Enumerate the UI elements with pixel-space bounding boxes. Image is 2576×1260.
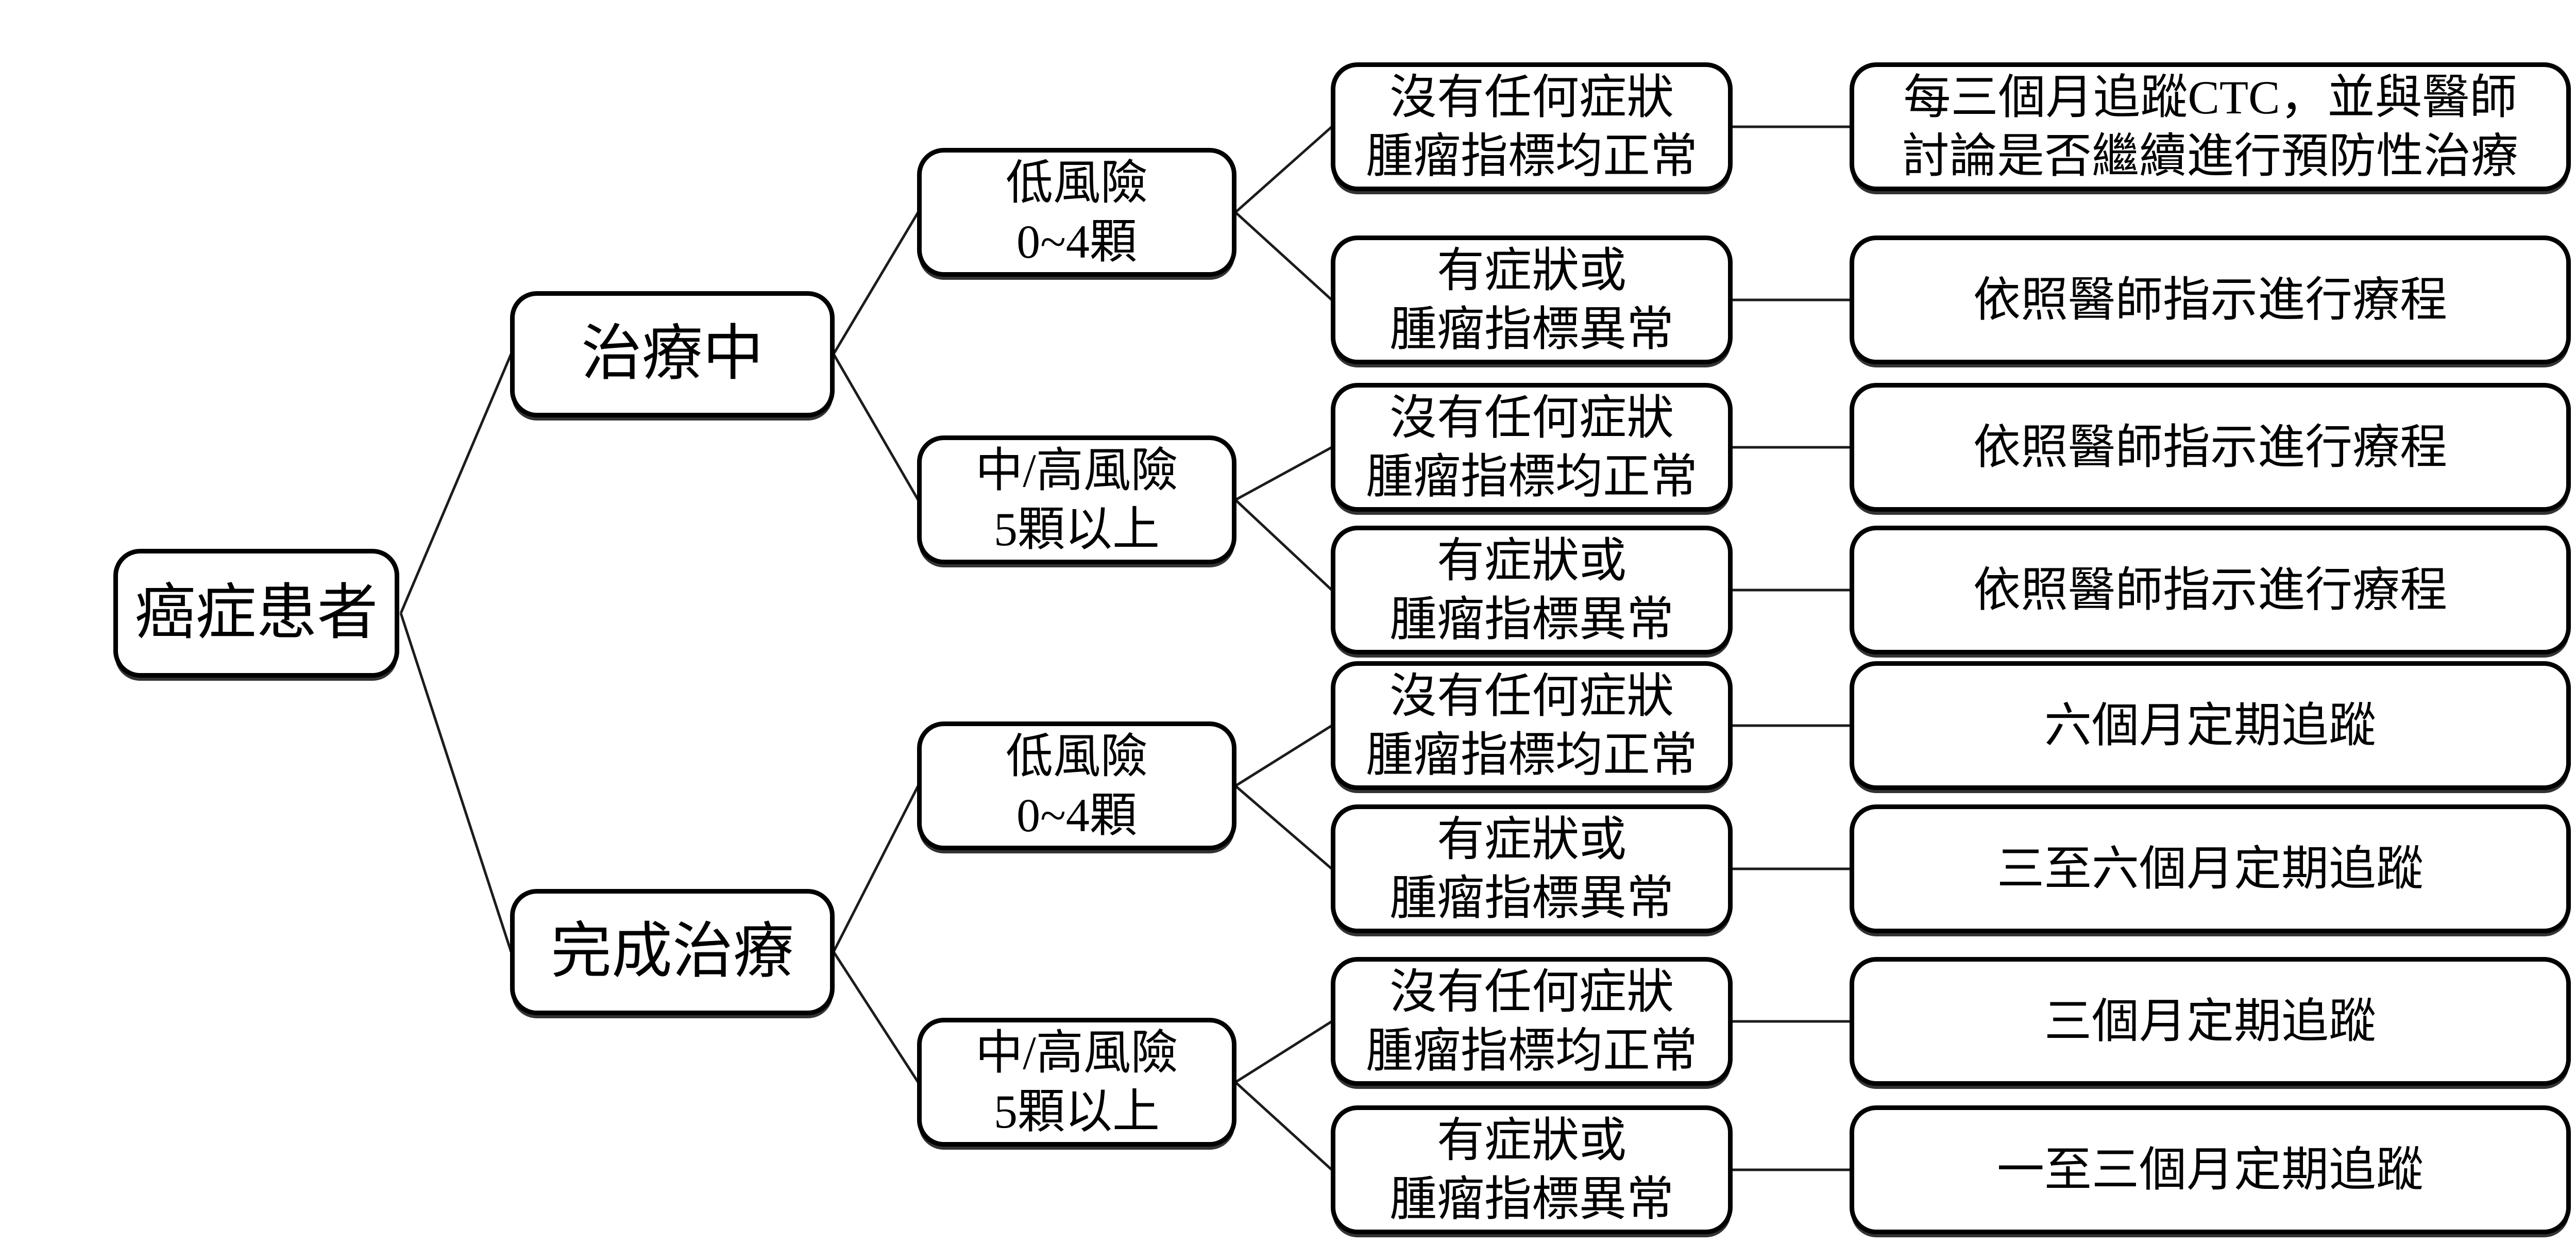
edge-risk11-cond7: [1234, 1081, 1333, 1171]
node-condition-no-symptoms-4: 沒有任何症狀 腫瘤指標均正常: [1331, 957, 1733, 1086]
edge-root-branch0: [399, 354, 513, 614]
edge-risk10-cond5: [1234, 785, 1333, 870]
edge-risk00-cond1: [1234, 211, 1333, 301]
edge-risk01-cond3: [1234, 499, 1333, 591]
node-risk-mid-high-in-treatment: 中/高風險 5顆以上: [917, 435, 1236, 564]
node-risk-low-in-treatment: 低風險 0~4顆: [917, 148, 1236, 277]
edge-root-branch1: [399, 613, 513, 952]
node-action-3-month-follow-up: 三個月定期追蹤: [1850, 957, 2571, 1086]
edge-branch0-risk01: [832, 353, 920, 501]
edge-risk11-cond6: [1234, 1020, 1333, 1084]
node-treatment-completed: 完成治療: [510, 889, 835, 1015]
node-action-follow-doctor-3: 依照醫師指示進行療程: [1850, 526, 2571, 654]
node-condition-symptoms-3: 有症狀或 腫瘤指標異常: [1331, 804, 1733, 933]
edge-risk00-cond0: [1234, 126, 1333, 213]
node-action-follow-doctor-2: 依照醫師指示進行療程: [1850, 383, 2571, 512]
node-condition-symptoms-4: 有症狀或 腫瘤指標異常: [1331, 1105, 1733, 1234]
node-action-ctc-follow-up: 每三個月追蹤CTC，並與醫師 討論是否繼續進行預防性治療: [1850, 62, 2571, 191]
edge-branch1-risk10: [832, 785, 920, 953]
node-action-3-6-month-follow-up: 三至六個月定期追蹤: [1850, 804, 2571, 933]
node-condition-symptoms-2: 有症狀或 腫瘤指標異常: [1331, 526, 1733, 654]
node-condition-symptoms-1: 有症狀或 腫瘤指標異常: [1331, 236, 1733, 364]
node-condition-no-symptoms-1: 沒有任何症狀 腫瘤指標均正常: [1331, 62, 1733, 191]
node-cancer-patient: 癌症患者: [113, 549, 399, 678]
edge-branch0-risk00: [832, 211, 920, 355]
edge-risk01-cond2: [1234, 446, 1333, 501]
node-in-treatment: 治療中: [510, 291, 835, 417]
edge-branch1-risk11: [832, 951, 920, 1083]
node-risk-low-completed: 低風險 0~4顆: [917, 721, 1236, 850]
node-risk-mid-high-completed: 中/高風險 5顆以上: [917, 1018, 1236, 1147]
node-condition-no-symptoms-2: 沒有任何症狀 腫瘤指標均正常: [1331, 383, 1733, 512]
edge-risk10-cond4: [1234, 724, 1333, 787]
node-action-6-month-follow-up: 六個月定期追蹤: [1850, 661, 2571, 790]
node-action-follow-doctor-1: 依照醫師指示進行療程: [1850, 236, 2571, 364]
node-condition-no-symptoms-3: 沒有任何症狀 腫瘤指標均正常: [1331, 661, 1733, 790]
node-action-1-3-month-follow-up: 一至三個月定期追蹤: [1850, 1105, 2571, 1234]
